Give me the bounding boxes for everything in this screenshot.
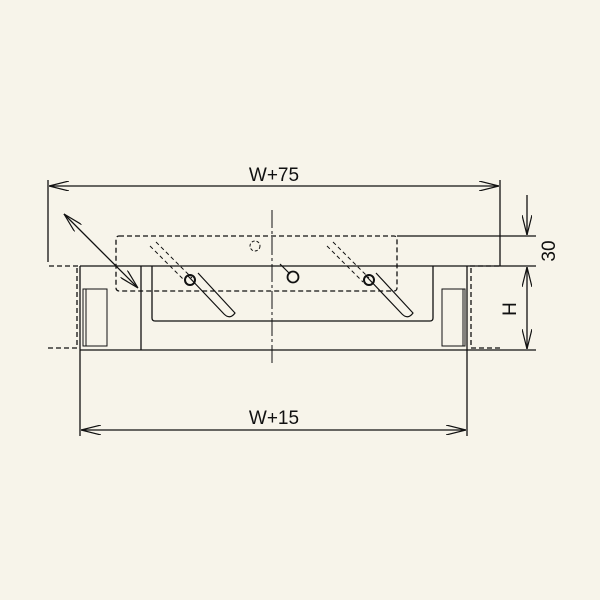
label-bottom-width: W+15 [249,408,299,429]
diagonal-arrow [64,214,138,288]
dimension-top-width [47,180,501,266]
label-height: H [500,302,521,316]
label-flange-height: 30 [539,240,560,261]
slot-left [149,241,236,318]
hole-hidden [249,240,261,252]
flange-dashed [48,235,500,349]
frame [79,265,468,351]
center-hole [279,263,300,284]
slot-right [326,241,414,318]
dimension-right [397,195,536,351]
dimension-bottom-width [79,350,468,436]
label-top-width: W+75 [249,165,299,186]
